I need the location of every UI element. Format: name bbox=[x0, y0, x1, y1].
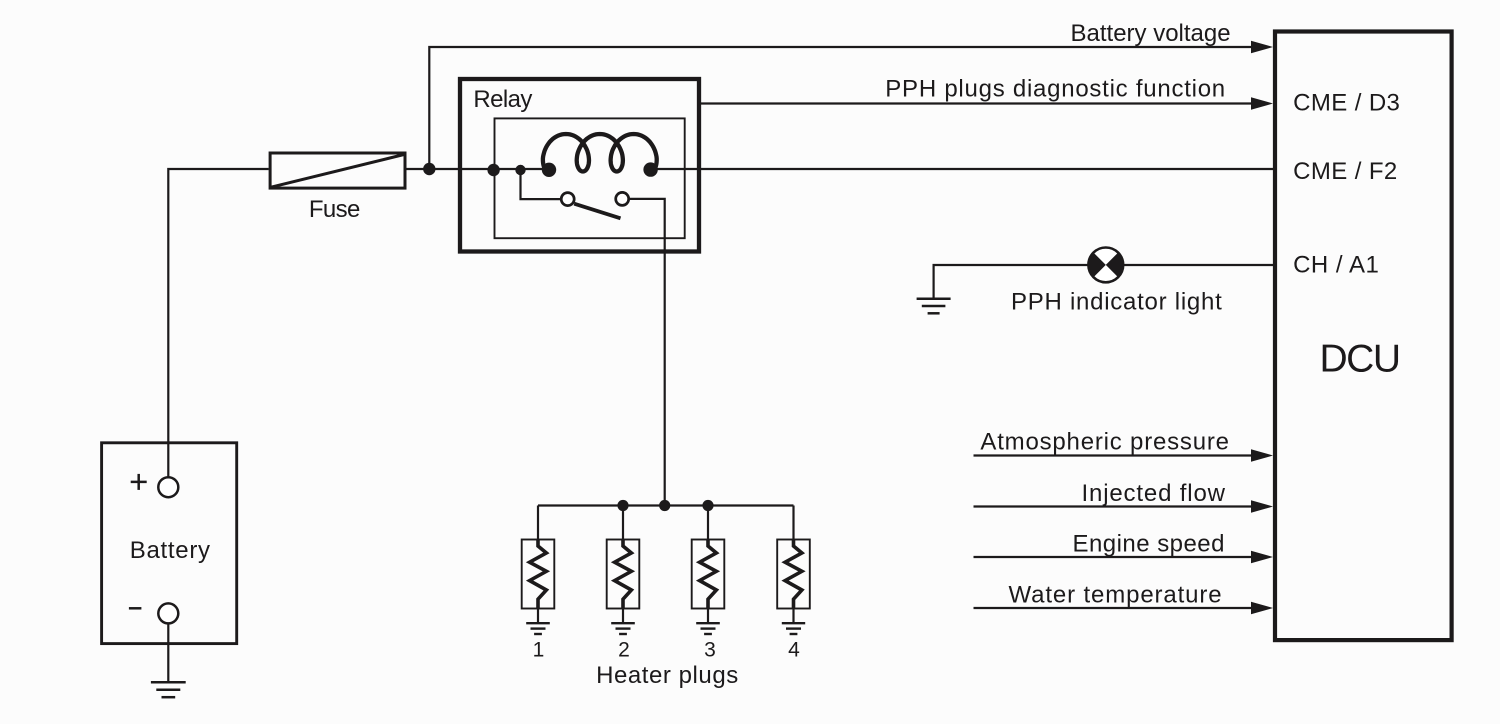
svg-text:Engine speed: Engine speed bbox=[1073, 531, 1225, 558]
svg-text:2: 2 bbox=[618, 639, 630, 662]
svg-text:Heater plugs: Heater plugs bbox=[596, 662, 739, 689]
svg-text:PPH indicator light: PPH indicator light bbox=[1011, 289, 1223, 316]
svg-text:Battery voltage: Battery voltage bbox=[1071, 20, 1231, 47]
svg-text:CME / F2: CME / F2 bbox=[1293, 158, 1398, 185]
svg-text:Water temperature: Water temperature bbox=[1009, 582, 1223, 609]
svg-text:Relay: Relay bbox=[473, 86, 532, 113]
svg-text:1: 1 bbox=[533, 639, 545, 662]
svg-text:Atmospheric pressure: Atmospheric pressure bbox=[980, 429, 1229, 456]
svg-text:4: 4 bbox=[788, 639, 800, 662]
svg-text:CME / D3: CME / D3 bbox=[1293, 89, 1400, 116]
svg-text:CH / A1: CH / A1 bbox=[1293, 252, 1379, 279]
svg-text:Battery: Battery bbox=[130, 537, 211, 564]
svg-text:Injected flow: Injected flow bbox=[1082, 480, 1226, 507]
svg-text:DCU: DCU bbox=[1320, 338, 1400, 381]
svg-text:PPH plugs diagnostic function: PPH plugs diagnostic function bbox=[885, 75, 1226, 102]
svg-text:Fuse: Fuse bbox=[309, 196, 360, 223]
svg-text:3: 3 bbox=[704, 639, 716, 662]
